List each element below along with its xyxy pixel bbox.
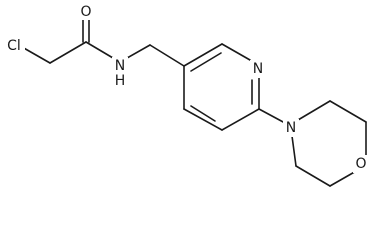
bond-carbonyl-n: [85, 41, 114, 59]
bond-n-ch2: [126, 44, 151, 59]
bond-ch2-ring: [149, 44, 185, 67]
atom-o-morpholine: O: [355, 156, 366, 172]
atom-n-amide: N: [115, 58, 125, 74]
structure-canvas: Cl O N H N N O: [3, 4, 369, 187]
bond-ring-inner-1: [190, 52, 222, 72]
bond-ring-c3-c2: [183, 43, 223, 67]
atom-labels: Cl O N H N N O: [3, 4, 369, 173]
bond-ring-c5-c4: [183, 108, 223, 131]
chemical-structure-diagram: Cl O N H N N O: [3, 4, 369, 187]
atom-n-morpholine: N: [286, 120, 296, 136]
bond-morph-n-c-upper: [297, 100, 331, 121]
bond-morph-c-upper-c: [329, 100, 367, 123]
bond-morph-c-lower-c: [295, 165, 331, 187]
bond-ring-inner-3: [190, 105, 216, 122]
bonds: [21, 17, 367, 187]
bond-ring-c2-n1: [221, 43, 251, 61]
atom-h-amide: H: [115, 73, 126, 89]
bond-ring-c6-c5: [221, 108, 260, 131]
atom-n-pyridine: N: [253, 61, 263, 77]
atom-o-carbonyl: O: [80, 4, 91, 20]
bond-morph-c-n-lower: [291, 135, 297, 167]
bond-c6-morpholine-n: [258, 108, 286, 124]
bond-ch2-carbonyl: [49, 41, 87, 64]
bond-cl-ch2: [21, 46, 51, 64]
atom-cl: Cl: [7, 38, 21, 54]
